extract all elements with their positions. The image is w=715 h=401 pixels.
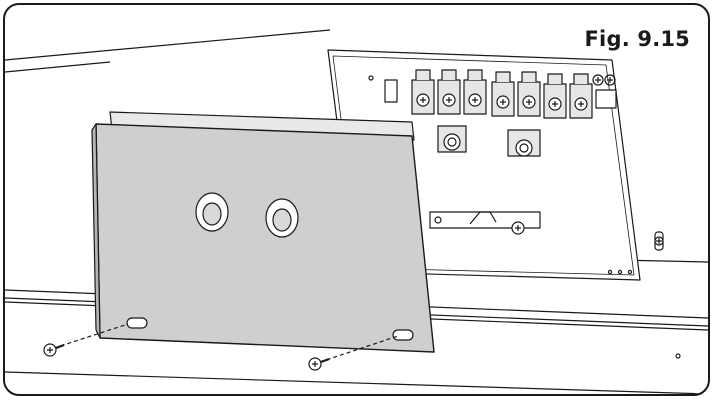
bracket (429, 211, 541, 235)
screw-left (43, 323, 129, 357)
figure-label: Fig. 9.15 (584, 27, 690, 51)
thermostat-left (437, 125, 467, 153)
terminal-block-icon (411, 69, 593, 119)
screw-right (308, 335, 399, 371)
screw-icon (654, 231, 664, 251)
thermostat-right (507, 129, 541, 157)
cover-plate (91, 111, 435, 353)
